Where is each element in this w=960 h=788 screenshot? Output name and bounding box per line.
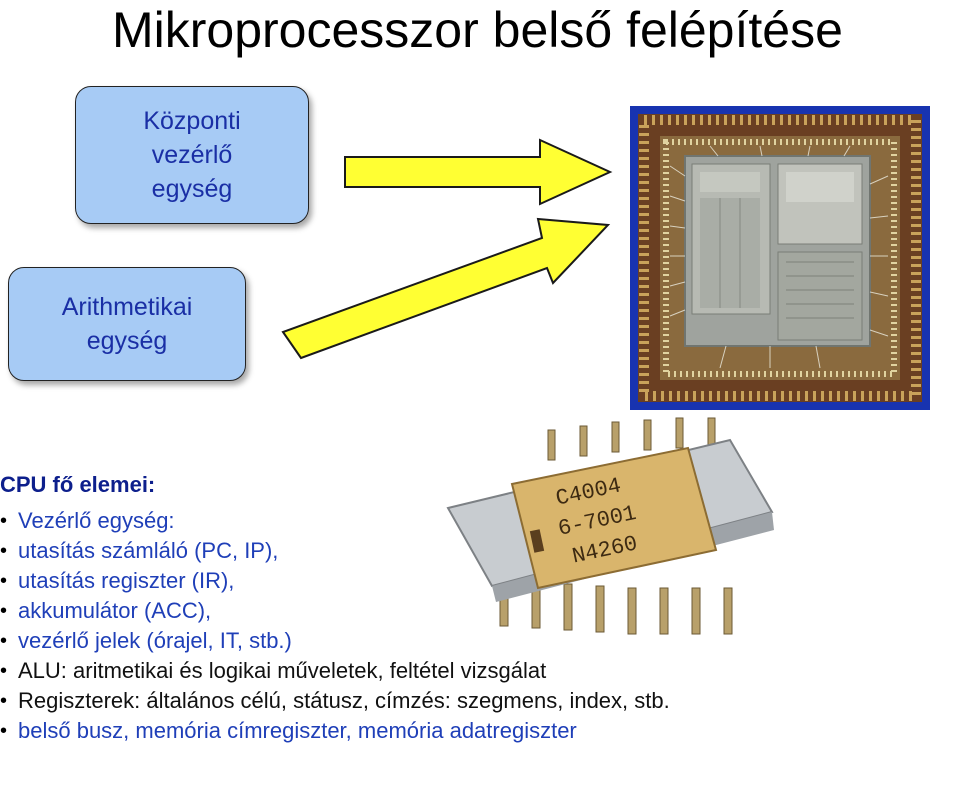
slide-title: Mikroprocesszor belső felépítése [112,2,843,58]
alu-block: Arithmetikai egység [8,267,246,381]
control-unit-label: Központi vezérlő egység [143,107,241,203]
list-item: belső busz, memória címregiszter, memóri… [0,716,670,746]
bullet-list: Vezérlő egység: utasítás számláló (PC, I… [0,506,670,746]
arrows [281,138,613,360]
list-item: Regiszterek: általános célú, státusz, cí… [0,686,670,716]
alu-label: Arithmetikai egység [61,293,193,355]
processor-die-photo [630,106,930,410]
control-unit-block: Központi vezérlő egység [75,86,309,224]
list-item: akkumulátor (ACC), [0,596,670,626]
arrow-diagonal [281,217,611,360]
list-item: vezérlő jelek (órajel, IT, stb.) [0,626,670,656]
list-item: Vezérlő egység: [0,506,670,536]
list-item: utasítás regiszter (IR), [0,566,670,596]
arrow-right [344,138,613,206]
list-item: utasítás számláló (PC, IP), [0,536,670,566]
list-item: ALU: aritmetikai és logikai műveletek, f… [0,656,670,686]
section-heading: CPU fő elemei: [0,472,156,497]
